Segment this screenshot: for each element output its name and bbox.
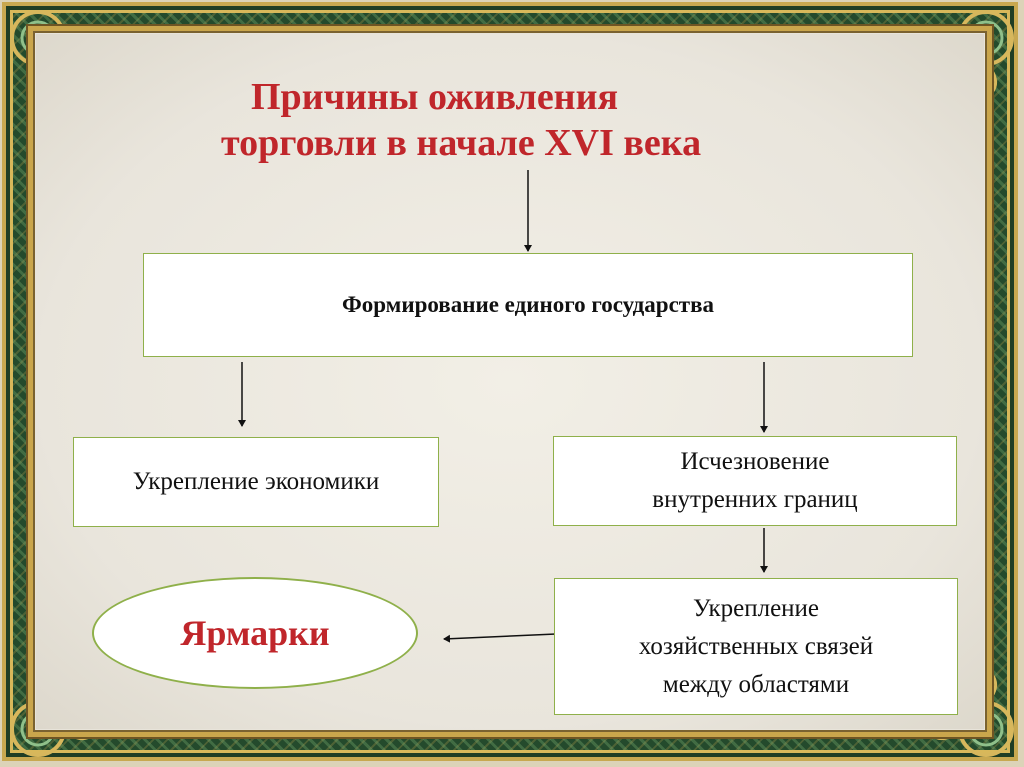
box-borders-line-2: внутренних границ: [652, 486, 858, 513]
slide-title: Причины оживления торговли в начале XVI …: [215, 74, 855, 166]
box-links-line-2: хозяйственных связей: [638, 632, 874, 660]
oval-fairs: Ярмарки: [92, 577, 418, 689]
oval-fairs-label: Ярмарки: [180, 613, 330, 653]
box-economy: Укрепление экономики: [73, 437, 439, 527]
box-economic-links: Укрепление хозяйственных связей между об…: [554, 578, 958, 715]
box-links-line-1: Укрепление: [692, 594, 820, 622]
box-state-formation-label: Формирование единого государства: [341, 292, 715, 317]
title-line-1: Причины оживления: [251, 76, 619, 118]
box-state-formation: Формирование единого государства: [143, 253, 913, 357]
box-economy-label: Укрепление экономики: [132, 468, 380, 495]
box-borders: Исчезновение внутренних границ: [553, 436, 957, 526]
box-borders-line-1: Исчезновение: [680, 448, 830, 475]
box-links-line-3: между областями: [662, 670, 850, 698]
title-line-2: торговли в начале XVI века: [221, 122, 702, 164]
